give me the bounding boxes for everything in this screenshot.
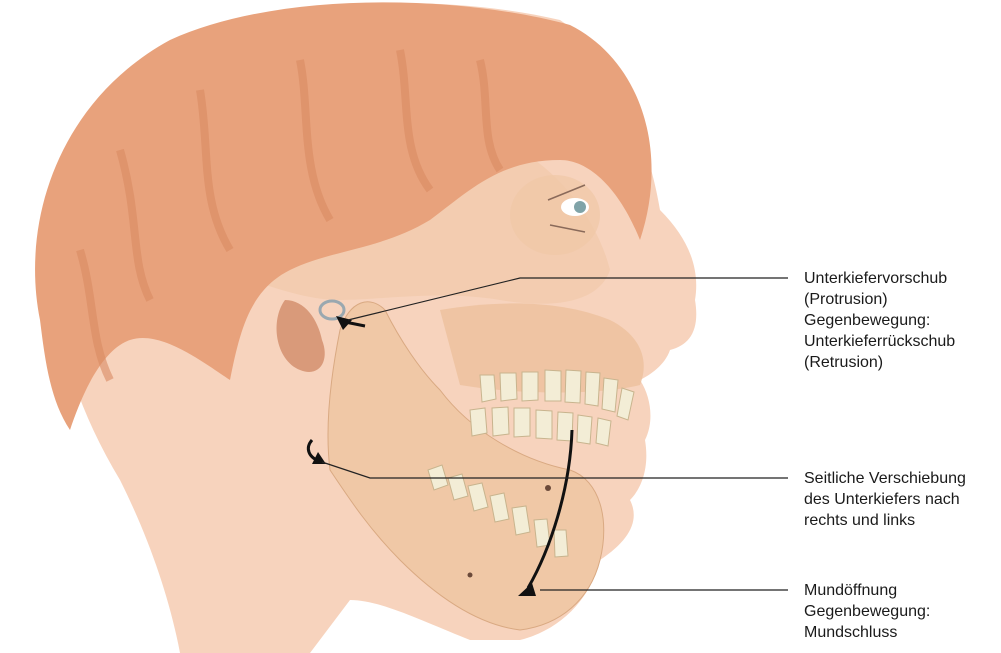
label-protrusion-line-1: Unterkiefervorschub (804, 268, 955, 289)
label-opening-line-3: Mundschluss (804, 622, 930, 643)
label-lateral-line-3: rechts und links (804, 510, 966, 531)
label-lateral-line-1: Seitliche Verschiebung (804, 468, 966, 489)
label-protrusion: Unterkiefervorschub (Protrusion) Gegenbe… (804, 268, 955, 373)
label-lateral-line-2: des Unterkiefers nach (804, 489, 966, 510)
label-protrusion-line-4: Unterkieferrückschub (804, 331, 955, 352)
eye-socket (510, 175, 600, 255)
label-protrusion-line-2: (Protrusion) (804, 289, 955, 310)
iris (574, 201, 586, 213)
label-lateral: Seitliche Verschiebung des Unterkiefers … (804, 468, 966, 531)
mental-foramen (545, 485, 551, 491)
label-protrusion-line-5: (Retrusion) (804, 352, 955, 373)
label-opening: Mundöffnung Gegenbewegung: Mundschluss (804, 580, 930, 643)
label-opening-line-2: Gegenbewegung: (804, 601, 930, 622)
label-opening-line-1: Mundöffnung (804, 580, 930, 601)
chin-foramen (468, 573, 473, 578)
label-protrusion-line-3: Gegenbewegung: (804, 310, 955, 331)
